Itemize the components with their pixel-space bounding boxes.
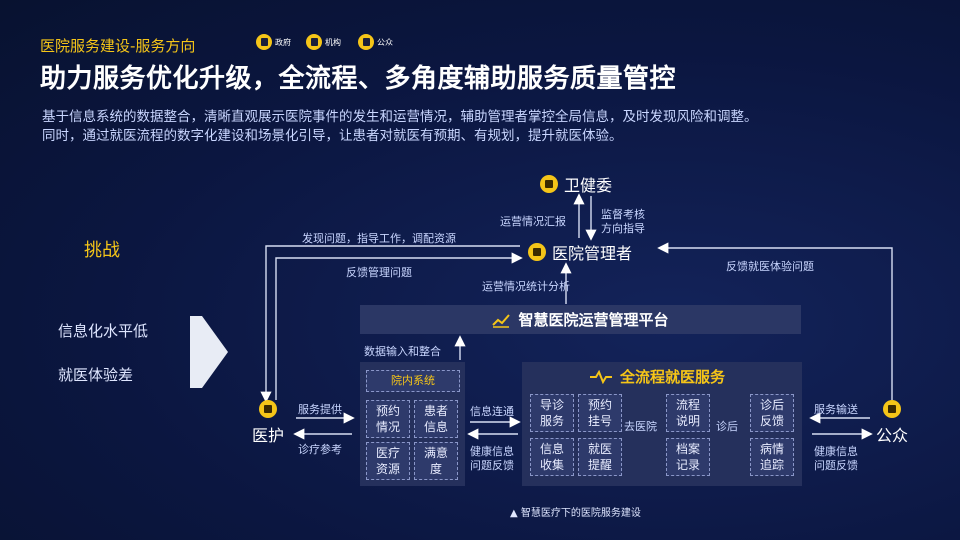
internal-cell: 预约情况 [366,400,410,438]
section-title: 医院服务建设-服务方向 [40,37,196,55]
edge-label: 运营情况统计分析 [482,280,570,293]
edge-label: 服务提供 [298,403,342,416]
cell-label: 患者信息 [423,404,448,434]
intro-line-1: 基于信息系统的数据整合，清晰直观展示医院事件的发生和运营情况，辅助管理者掌控全局… [42,109,758,125]
tag-label: 公众 [377,37,393,47]
edge-label: 方向指导 [601,222,645,235]
institution-icon [528,243,546,261]
internal-cell: 医疗资源 [366,442,410,480]
internal-cell: 患者信息 [414,400,458,438]
cell-label: 诊后反馈 [759,398,784,428]
service-cell: 病情追踪 [750,438,794,476]
service-cell: 流程说明 [666,394,710,432]
edge-label: 诊疗参考 [298,443,342,456]
edge-label: 去医院 [624,420,657,433]
edge-label: 健康信息 [814,445,858,458]
tag-label: 机构 [325,37,341,47]
service-cell: 档案记录 [666,438,710,476]
edge-label: 数据输入和整合 [364,345,441,358]
cell-label: 医疗资源 [375,446,400,476]
node-label: 医院管理者 [552,244,633,263]
service-title-label: 全流程就医服务 [620,368,726,386]
edge-label: 问题反馈 [814,459,858,472]
service-cell: 诊后反馈 [750,394,794,432]
challenge-item: 就医体验差 [58,366,134,384]
node-label: 卫健委 [564,176,613,195]
platform-bar: 智慧医院运营管理平台 [360,305,801,334]
pulse-icon [590,369,612,384]
tag-government: 政府 [256,34,291,50]
cell-label: 预约挂号 [587,398,612,428]
internal-systems-title: 院内系统 [366,370,460,392]
page-title: 助力服务优化升级，全流程、多角度辅助服务质量管控 [40,64,677,94]
trend-chart-icon [492,313,511,328]
cell-label: 流程说明 [675,398,700,428]
cell-label: 满意度 [423,446,448,476]
cell-label: 档案记录 [675,442,700,472]
cell-label: 就医提醒 [587,442,612,472]
internal-systems-panel: 院内系统 预约情况 患者信息 医疗资源 满意度 [360,362,465,486]
edge-label: 健康信息 [470,445,514,458]
platform-title: 智慧医院运营管理平台 [518,311,669,329]
intro-line-2: 同时，通过就医流程的数字化建设和场景化引导，让患者对就医有预期、有规划，提升就医… [42,128,623,144]
building-icon [540,175,558,193]
service-cell: 预约挂号 [578,394,622,432]
internal-title-label: 院内系统 [391,374,435,387]
service-cell: 信息收集 [530,438,574,476]
public-icon [358,34,374,50]
full-process-service-panel: 导诊服务 预约挂号 信息收集 就医提醒 流程说明 档案记录 诊后反馈 病情追踪 [522,362,802,486]
institution-icon [259,400,277,418]
cell-label: 病情追踪 [759,442,784,472]
edge-label: 发现问题，指导工作，调配资源 [302,232,456,245]
edge-label: 问题反馈 [470,459,514,472]
internal-cell: 满意度 [414,442,458,480]
public-icon [883,400,901,418]
challenge-item: 信息化水平低 [58,322,149,340]
service-cell: 就医提醒 [578,438,622,476]
node-label: 医护 [252,426,285,445]
edge-label: 服务输送 [814,403,858,416]
cell-label: 信息收集 [539,442,564,472]
edge-label: 诊后 [716,420,738,433]
edge-label: 反馈就医体验问题 [726,260,814,273]
edge-label: 监督考核 [601,208,645,221]
arrow-head-shape [202,316,228,388]
government-icon [256,34,272,50]
tag-public: 公众 [358,34,393,50]
cell-label: 导诊服务 [539,398,564,428]
node-hospital-manager: 医院管理者 [528,240,632,264]
edge-label: 信息连通 [470,405,514,418]
institution-icon [306,34,322,50]
service-title: 全流程就医服务 [590,366,725,387]
tag-institution: 机构 [306,34,341,50]
node-health-commission: 卫健委 [540,172,612,196]
edge-label: 反馈管理问题 [346,266,412,279]
edge-label: 运营情况汇报 [500,215,566,228]
node-label: 公众 [876,426,909,445]
arrow-shape [190,316,202,388]
service-cell: 导诊服务 [530,394,574,432]
intro-text: 基于信息系统的数据整合，清晰直观展示医院事件的发生和运营情况，辅助管理者掌控全局… [42,108,922,146]
cell-label: 预约情况 [375,404,400,434]
node-medical-staff: 医护 [252,400,284,446]
tag-label: 政府 [275,37,291,47]
node-public: 公众 [876,400,908,446]
challenge-title: 挑战 [84,240,120,261]
figure-caption: ▲ 智慧医疗下的医院服务建设 [510,508,641,519]
